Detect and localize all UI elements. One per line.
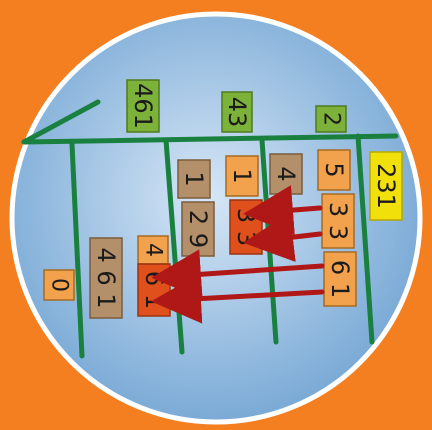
arrow-to-col-d-lower <box>243 212 323 262</box>
tile-col-b-orange: 4 <box>137 235 169 265</box>
header-label-2: 2 <box>315 105 347 133</box>
header-label-231: 231 <box>369 151 403 221</box>
header-label-text: 231 <box>372 163 400 209</box>
tile-col-d-top: 1 <box>225 155 259 197</box>
tile-text: 1 <box>228 168 256 183</box>
tile-text: 2 9 <box>184 210 212 248</box>
division-bracket-slant <box>21 99 101 145</box>
tile-col-c-top: 1 <box>177 159 211 199</box>
tile-zero: 0 <box>43 269 75 301</box>
tile-text: 3 3 <box>324 202 352 240</box>
tile-text: 4 <box>272 166 300 181</box>
arrow-to-col-d-upper <box>243 185 323 236</box>
header-label-461: 461 <box>126 79 160 133</box>
grid-line-1 <box>69 141 85 359</box>
tile-col-c-digits: 2 9 <box>181 201 215 257</box>
tile-text: 5 <box>320 162 348 177</box>
division-bar <box>21 133 399 145</box>
header-label-text: 461 <box>129 83 157 129</box>
tile-text: 4 <box>141 243 166 257</box>
header-label-43: 43 <box>221 91 253 133</box>
tile-col-d-red: 3 3 <box>229 199 263 255</box>
tile-col-f-top: 5 <box>317 149 351 191</box>
tile-col-f-bottom: 6 1 <box>323 251 357 307</box>
tile-text: 6 1 <box>326 260 354 298</box>
tile-text: 3 3 <box>232 208 260 246</box>
tile-col-a-top: 4 6 1 <box>89 237 123 319</box>
tile-text: 4 6 1 <box>92 247 120 308</box>
arrow-to-col-b-lower <box>151 273 325 324</box>
tile-col-e-top: 4 <box>269 153 303 195</box>
header-label-text: 2 <box>319 112 344 126</box>
grid-line-4 <box>355 133 375 345</box>
tile-text: 6 1 <box>140 271 168 309</box>
tile-text: 0 <box>47 278 72 292</box>
tile-col-f-mid: 3 3 <box>321 193 355 249</box>
tile-col-b-red: 6 1 <box>137 263 171 317</box>
header-label-text: 43 <box>223 97 251 128</box>
tile-text: 1 <box>180 171 208 186</box>
